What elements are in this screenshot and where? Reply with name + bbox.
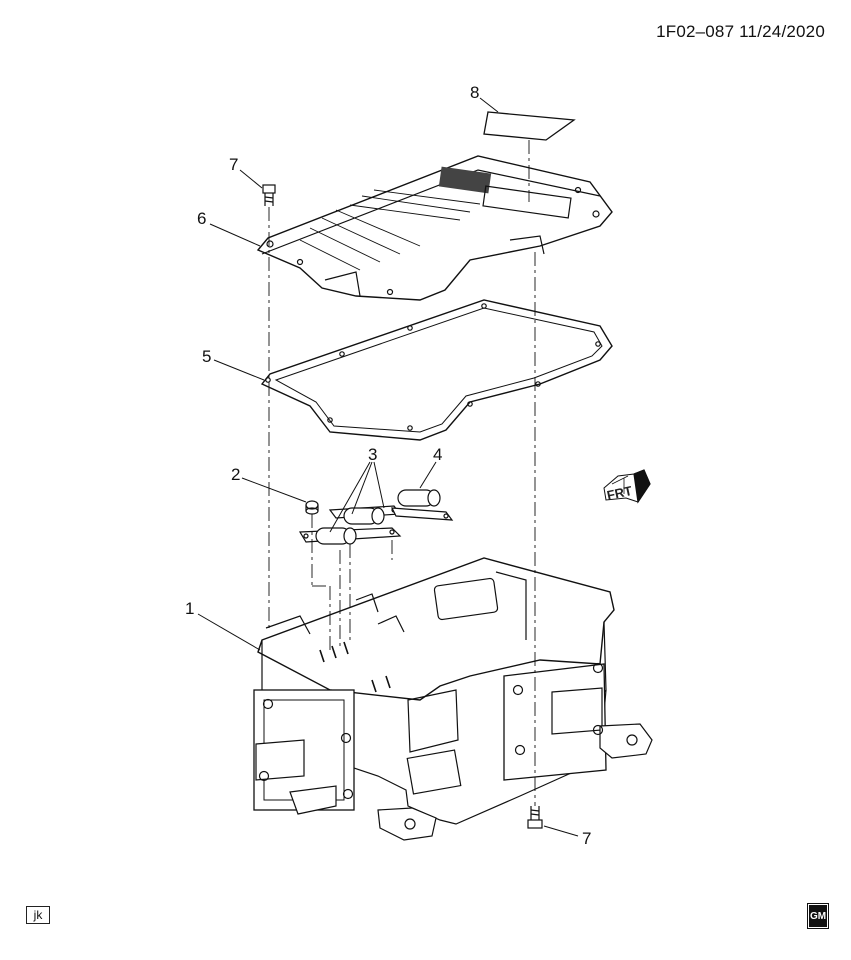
part-7-bolt-top (262, 184, 276, 206)
callout-6: 6 (197, 209, 206, 228)
callout-4: 4 (433, 445, 442, 464)
callout-5: 5 (202, 347, 211, 366)
gm-logo-icon: GM (807, 903, 829, 929)
author-tag: jk (26, 906, 50, 924)
callout-2: 2 (231, 465, 240, 484)
part-7-bolt-bottom (527, 806, 543, 829)
part-5-gasket (260, 299, 613, 441)
front-direction-arrow-icon (603, 469, 651, 504)
callout-3: 3 (368, 445, 377, 464)
leader-lines (197, 97, 579, 837)
part-1-housing (253, 557, 653, 841)
callout-1: 1 (185, 599, 194, 618)
callout-7-bottom: 7 (582, 829, 591, 848)
callout-8: 8 (470, 83, 479, 102)
part-4-fuse (390, 489, 454, 521)
part-8-label-sheet (483, 111, 576, 141)
svg-text:GM: GM (810, 911, 826, 922)
part-3-fuse-assemblies (298, 505, 402, 545)
callout-7-top: 7 (229, 155, 238, 174)
alignment-lines (268, 140, 536, 806)
part-6-cover (256, 155, 613, 301)
diagram-reference-code: 1F02–087 11/24/2020 (656, 22, 825, 41)
front-indicator-label: FRT (606, 483, 634, 503)
part-2-nut (305, 500, 319, 515)
